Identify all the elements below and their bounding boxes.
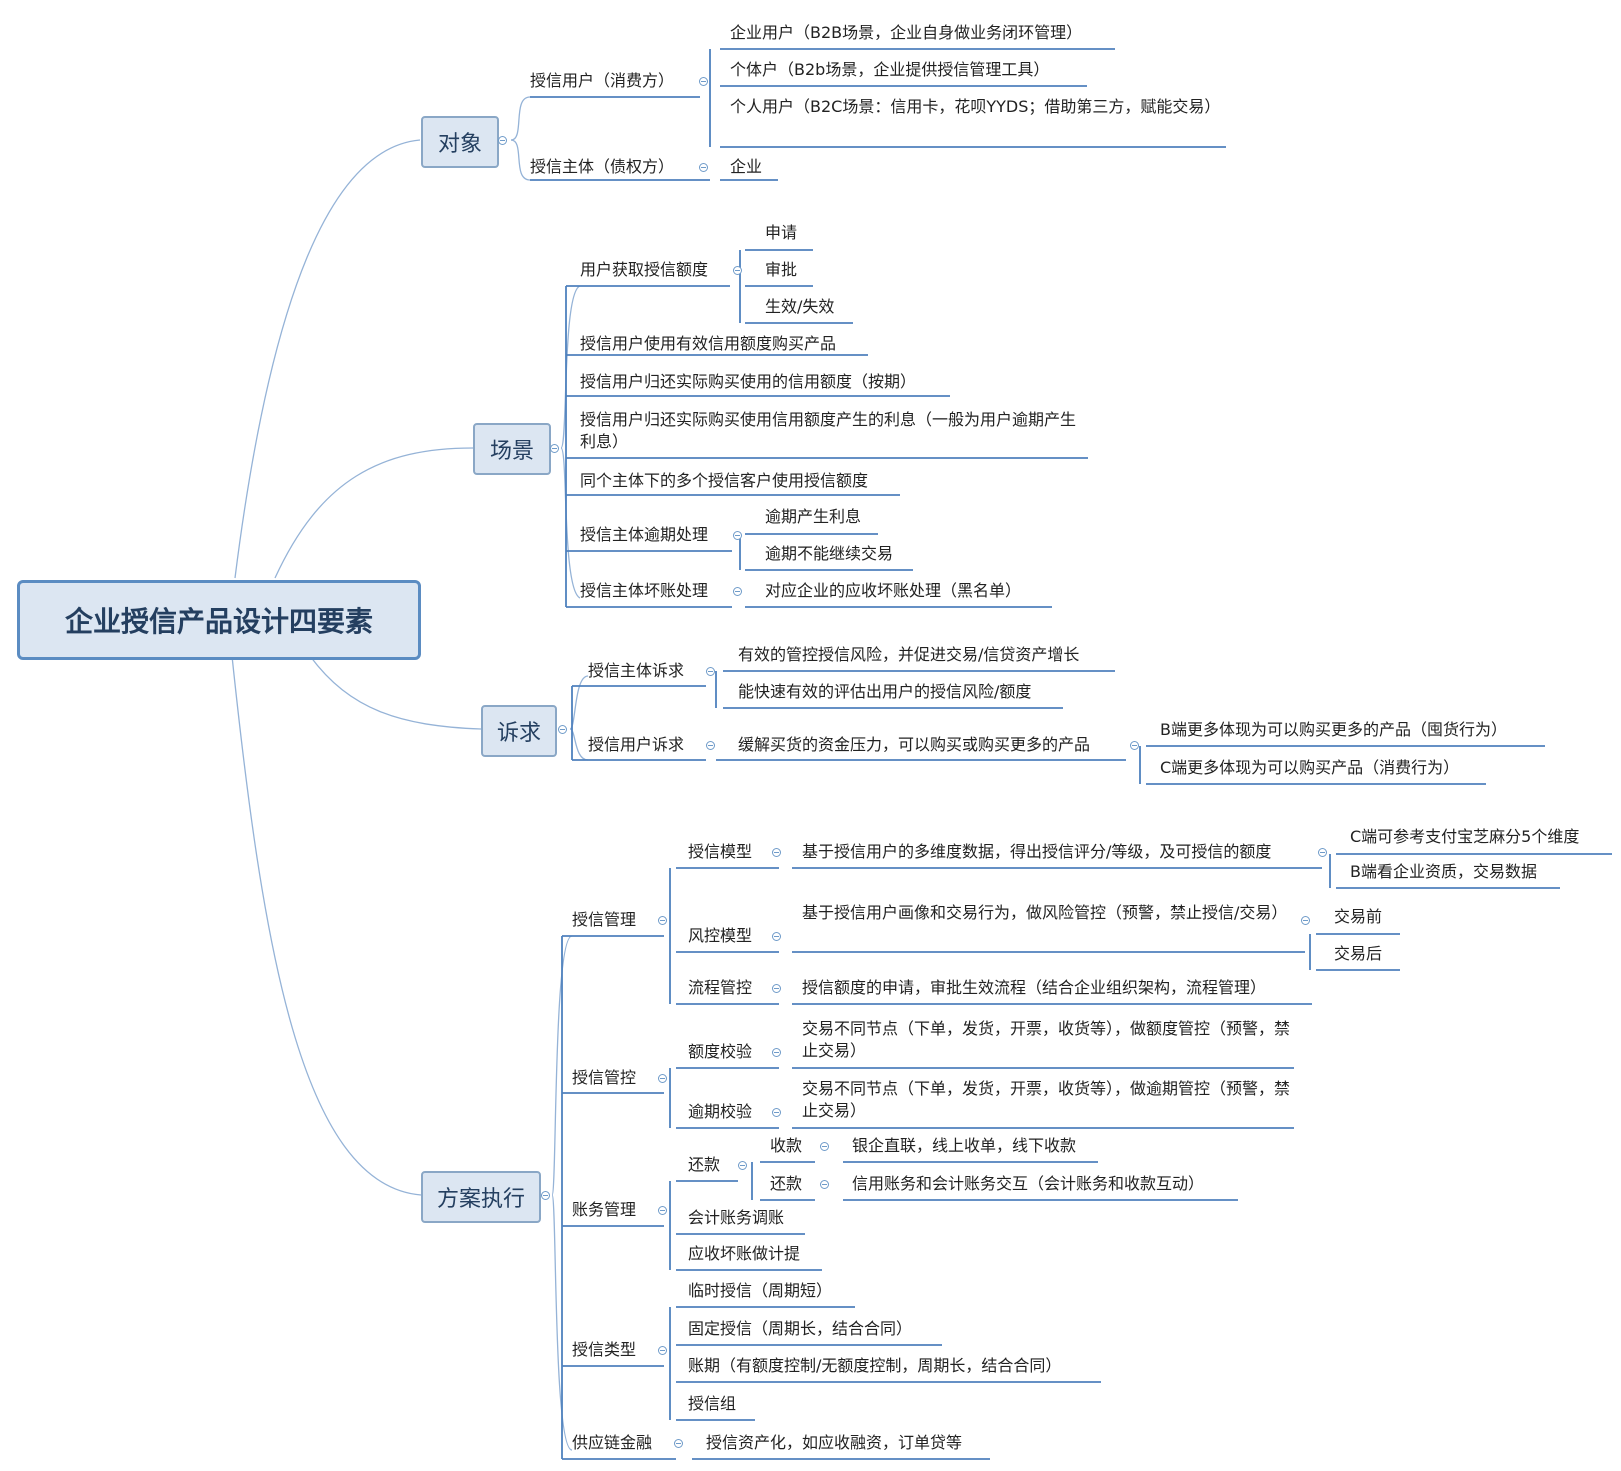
node-shiyong-edu[interactable]: 授信用户使用有效信用额度购买产品 (580, 334, 837, 353)
collapse-icon[interactable] (772, 1048, 781, 1057)
node-shouxin-guanli[interactable]: 授信管理 (572, 910, 637, 929)
node-shouxin-zhuti[interactable]: 授信主体（债权方） (530, 157, 675, 176)
node-zhangwu-guanli[interactable]: 账务管理 (572, 1200, 637, 1219)
node-shenpi[interactable]: 审批 (765, 260, 798, 279)
node-xinyong-zhangwu[interactable]: 信用账务和会计账务交互（会计账务和收款互动） (852, 1174, 1205, 1193)
node-fengkong-moxing[interactable]: 风控模型 (688, 926, 753, 945)
node-huaizhang-jiti[interactable]: 应收坏账做计提 (688, 1244, 801, 1263)
node-shouxin-moxing[interactable]: 授信模型 (688, 842, 753, 861)
node-c-duan[interactable]: C端更多体现为可以购买产品（消费行为） (1160, 758, 1460, 777)
collapse-icon[interactable] (658, 1206, 667, 1215)
node-edu-desc[interactable]: 交易不同节点（下单，发货，开票，收货等），做额度管控（预警，禁止交易） (802, 1019, 1291, 1060)
collapse-icon[interactable] (733, 531, 742, 540)
collapse-icon[interactable] (733, 266, 742, 275)
node-liucheng-guankong[interactable]: 流程管控 (688, 978, 753, 997)
collapse-icon[interactable] (658, 1074, 667, 1083)
node-guihuan-edu[interactable]: 授信用户归还实际购买使用的信用额度（按期） (580, 372, 917, 391)
collapse-icon[interactable] (772, 984, 781, 993)
node-shoukuan[interactable]: 收款 (770, 1136, 803, 1155)
node-jiaoyi-hou[interactable]: 交易后 (1334, 944, 1383, 963)
node-kuaiji-tiaozhang[interactable]: 会计账务调账 (688, 1208, 785, 1227)
node-guding-shouxin[interactable]: 固定授信（周期长，结合合同） (688, 1319, 913, 1338)
topic-duixiang[interactable]: 对象 (421, 116, 499, 168)
node-huanjie-yali[interactable]: 缓解买货的资金压力，可以购买或购买更多的产品 (738, 735, 1091, 754)
root-topic[interactable]: 企业授信产品设计四要素 (17, 580, 421, 660)
node-geren-yonghu[interactable]: 个人用户（B2C场景：信用卡，花呗YYDS；借助第三方，赋能交易） (730, 97, 1221, 116)
node-guankong-fengxian[interactable]: 有效的管控授信风险，并促进交易/信贷资产增长 (738, 645, 1080, 664)
node-yuqi-chuli[interactable]: 授信主体逾期处理 (580, 525, 709, 544)
node-yinqi-zhilian[interactable]: 银企直联，线上收单，线下收款 (852, 1136, 1077, 1155)
collapse-icon[interactable] (658, 916, 667, 925)
collapse-icon[interactable] (1318, 848, 1327, 857)
node-qiye[interactable]: 企业 (730, 157, 763, 176)
collapse-icon[interactable] (706, 741, 715, 750)
node-shengxiao[interactable]: 生效/失效 (765, 297, 835, 316)
node-liucheng-desc[interactable]: 授信额度的申请，审批生效流程（结合企业组织架构，流程管理） (802, 978, 1267, 997)
node-huankuan[interactable]: 还款 (688, 1155, 721, 1174)
node-fengkong-desc[interactable]: 基于授信用户画像和交易行为，做风险管控（预警，禁止授信/交易） (802, 903, 1288, 922)
node-huaizhang-chuli[interactable]: 授信主体坏账处理 (580, 581, 709, 600)
node-gongyinglian[interactable]: 供应链金融 (572, 1433, 653, 1452)
node-shouxin-guankong[interactable]: 授信管控 (572, 1068, 637, 1087)
node-yuqi-lixi[interactable]: 逾期产生利息 (765, 507, 862, 526)
node-yuqi-desc[interactable]: 交易不同节点（下单，发货，开票，收货等），做逾期管控（预警，禁止交易） (802, 1079, 1291, 1120)
node-zhangqi[interactable]: 账期（有额度控制/无额度控制，周期长，结合合同） (688, 1356, 1062, 1375)
node-yuqi-jiaoyan[interactable]: 逾期校验 (688, 1102, 753, 1121)
node-guihuan-lixi[interactable]: 授信用户归还实际购买使用信用额度产生的利息（一般为用户逾期产生利息） (580, 410, 1077, 451)
node-b-zizhi[interactable]: B端看企业资质，交易数据 (1350, 862, 1537, 881)
collapse-icon[interactable] (550, 444, 559, 453)
node-jiaoyi-qian[interactable]: 交易前 (1334, 907, 1383, 926)
node-zichanhua[interactable]: 授信资产化，如应收融资，订单贷等 (706, 1433, 963, 1452)
collapse-icon[interactable] (674, 1439, 683, 1448)
node-pinggu-fengxian[interactable]: 能快速有效的评估出用户的授信风险/额度 (738, 682, 1032, 701)
node-huankuan2[interactable]: 还款 (770, 1174, 803, 1193)
topic-suqiu[interactable]: 诉求 (481, 705, 557, 757)
collapse-icon[interactable] (772, 1108, 781, 1117)
collapse-icon[interactable] (658, 1346, 667, 1355)
collapse-icon[interactable] (699, 77, 708, 86)
topic-fangan[interactable]: 方案执行 (421, 1171, 541, 1223)
node-moxing-desc[interactable]: 基于授信用户的多维度数据，得出授信评分/等级，及可授信的额度 (802, 842, 1272, 861)
collapse-icon[interactable] (558, 725, 567, 734)
collapse-icon[interactable] (541, 1191, 550, 1200)
node-c-zhima[interactable]: C端可参考支付宝芝麻分5个维度 (1350, 827, 1580, 846)
node-shouxin-yonghu[interactable]: 授信用户（消费方） (530, 71, 675, 90)
collapse-icon[interactable] (772, 932, 781, 941)
collapse-icon[interactable] (699, 163, 708, 172)
collapse-icon[interactable] (733, 587, 742, 596)
collapse-icon[interactable] (498, 136, 507, 145)
node-b-duan[interactable]: B端更多体现为可以购买更多的产品（囤货行为） (1160, 720, 1507, 739)
node-edu-jiaoyan[interactable]: 额度校验 (688, 1042, 753, 1061)
collapse-icon[interactable] (1130, 741, 1139, 750)
collapse-icon[interactable] (706, 667, 715, 676)
collapse-icon[interactable] (772, 848, 781, 857)
node-linshi-shouxin[interactable]: 临时授信（周期短） (688, 1281, 833, 1300)
node-zhuti-suqiu[interactable]: 授信主体诉求 (588, 661, 685, 680)
collapse-icon[interactable] (820, 1142, 829, 1151)
node-duoge-kehu[interactable]: 同个主体下的多个授信客户使用授信额度 (580, 471, 869, 490)
node-heimingdan[interactable]: 对应企业的应收坏账处理（黑名单） (765, 581, 1022, 600)
collapse-icon[interactable] (738, 1161, 747, 1170)
node-yonghu-suqiu[interactable]: 授信用户诉求 (588, 735, 685, 754)
node-qiye-yonghu[interactable]: 企业用户（B2B场景，企业自身做业务闭环管理） (730, 23, 1083, 42)
topic-changjing[interactable]: 场景 (473, 423, 551, 475)
node-shenqing[interactable]: 申请 (765, 223, 798, 242)
node-yuqi-jiaoyi[interactable]: 逾期不能继续交易 (765, 544, 894, 563)
node-shouxinzu[interactable]: 授信组 (688, 1394, 737, 1413)
node-getihu[interactable]: 个体户（B2b场景，企业提供授信管理工具） (730, 60, 1050, 79)
collapse-icon[interactable] (820, 1180, 829, 1189)
node-huoqu-edu[interactable]: 用户获取授信额度 (580, 260, 709, 279)
collapse-icon[interactable] (1301, 916, 1310, 925)
node-shouxin-leixing[interactable]: 授信类型 (572, 1340, 637, 1359)
